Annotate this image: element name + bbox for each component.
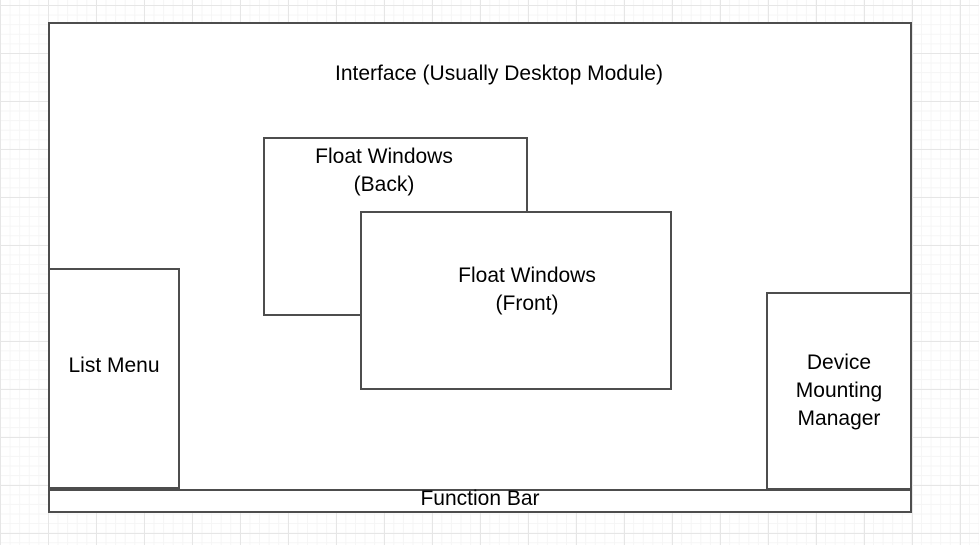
float-windows-front-box[interactable] <box>360 211 672 390</box>
function-bar-box[interactable] <box>48 489 912 513</box>
list-menu-box[interactable] <box>48 268 180 489</box>
device-mounting-manager-box[interactable] <box>766 292 912 490</box>
